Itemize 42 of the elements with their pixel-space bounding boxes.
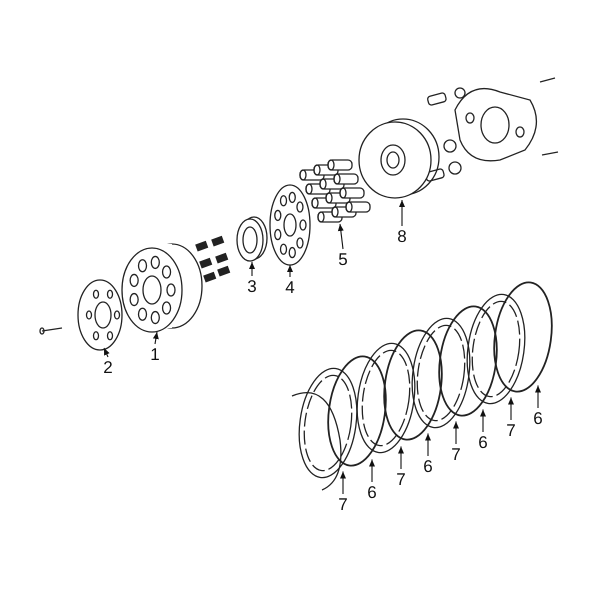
ring-plate-drawing [438, 306, 498, 416]
leader-line [338, 224, 344, 250]
callout-number: 7 [506, 422, 516, 440]
callout-number: 2 [103, 359, 113, 377]
leader-line [152, 332, 159, 344]
leader-line [480, 409, 486, 432]
leader-line [399, 200, 405, 226]
callout-number: 1 [150, 346, 160, 364]
ring-plate-drawing [466, 294, 526, 404]
piston-set-drawing [299, 159, 371, 223]
ring-plate-drawing [298, 368, 358, 478]
callout-number: 8 [397, 228, 407, 246]
ring-plate-drawing [356, 342, 416, 454]
leader-line [104, 348, 110, 358]
swash-plate-drawing [358, 118, 440, 199]
retainer-plate-drawing [269, 184, 311, 266]
callout-number: 6 [533, 410, 543, 428]
valve-plate-drawing [77, 279, 123, 351]
cylinder-block-drawing [121, 243, 203, 333]
callout-number: 6 [367, 484, 377, 502]
callout-number: 5 [338, 251, 348, 269]
ring-plate-drawing [412, 318, 470, 428]
leader-line [535, 385, 541, 408]
callout-number: 7 [451, 446, 461, 464]
callout-number: 6 [423, 458, 433, 476]
leader-line [249, 262, 255, 276]
callout-number: 6 [478, 434, 488, 452]
leader-line [398, 446, 404, 469]
callout-number: 4 [285, 279, 295, 297]
callout-number: 3 [247, 278, 257, 296]
ring-plate-drawing [493, 282, 553, 392]
leader-line [425, 433, 431, 456]
ring-plate-drawing [383, 330, 443, 440]
callout-number: 7 [396, 471, 406, 489]
leader-line [369, 459, 375, 482]
callout-number: 7 [338, 496, 348, 514]
leader-line [508, 397, 514, 420]
ring-plate-drawing [327, 356, 387, 466]
leader-line [453, 421, 459, 444]
leader-line [287, 265, 293, 277]
leader-line [340, 471, 346, 494]
bushing-drawing [236, 216, 268, 262]
